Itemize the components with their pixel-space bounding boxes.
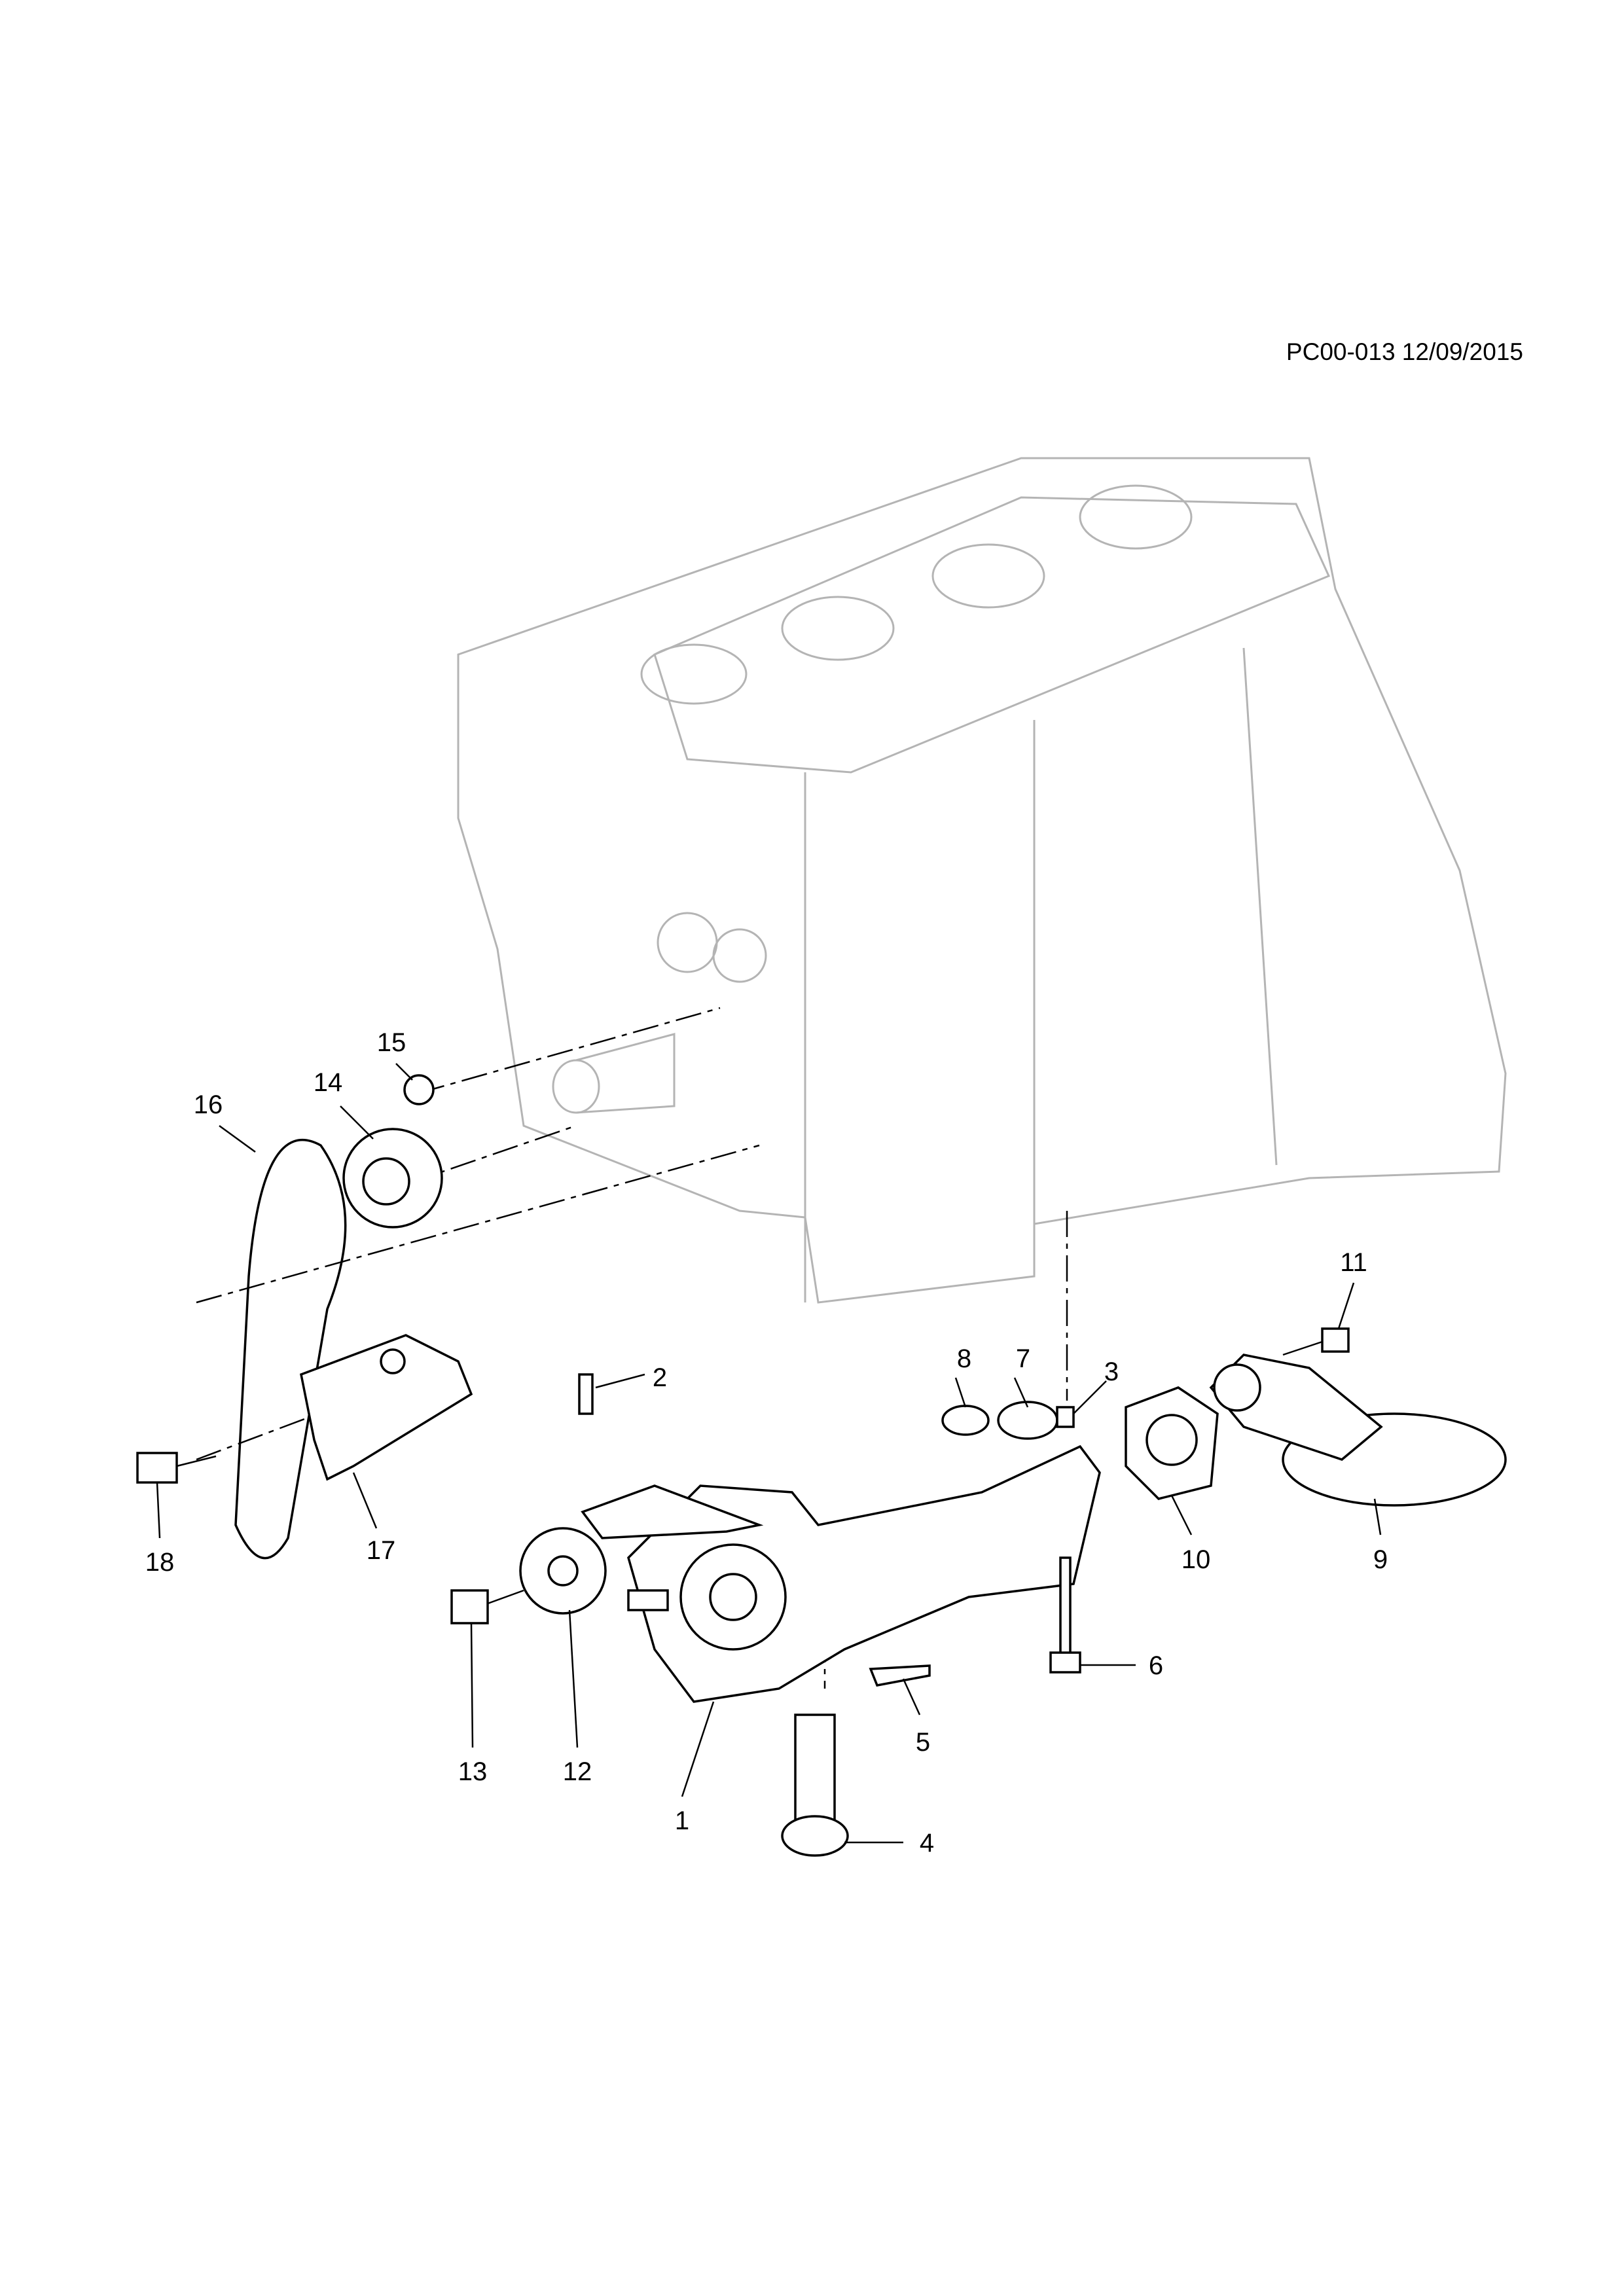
part-pin-2	[578, 1373, 594, 1415]
callout-11: 11	[1340, 1248, 1367, 1277]
callout-13: 13	[458, 1757, 488, 1786]
part-bolt-15	[403, 1074, 435, 1105]
callout-2: 2	[653, 1363, 667, 1392]
part-strainer-9	[1209, 1354, 1507, 1507]
callout-3: 3	[1104, 1357, 1119, 1386]
callout-8: 8	[957, 1344, 971, 1373]
callout-14: 14	[314, 1068, 343, 1097]
part-valve-4	[781, 1713, 849, 1857]
part-seal-8	[941, 1405, 990, 1436]
callout-17: 17	[367, 1536, 396, 1565]
part-gasket-10	[1125, 1386, 1219, 1500]
part-tensioner-17	[299, 1334, 473, 1481]
part-bolt-11	[1282, 1327, 1350, 1356]
callout-1: 1	[675, 1806, 689, 1835]
callout-5: 5	[916, 1728, 930, 1757]
part-sprocket-14	[342, 1128, 443, 1229]
part-clip-5	[869, 1664, 931, 1687]
part-oil-pump	[581, 1444, 1101, 1703]
callout-16: 16	[194, 1090, 223, 1119]
part-dowel-3	[1056, 1406, 1075, 1428]
part-chain-16	[234, 1138, 347, 1560]
part-spring-7	[997, 1401, 1058, 1440]
part-gear-12	[519, 1527, 607, 1615]
callout-12: 12	[563, 1757, 592, 1786]
engine-block	[457, 457, 1507, 1304]
callout-18: 18	[145, 1548, 175, 1577]
callout-9: 9	[1373, 1545, 1388, 1574]
part-bolt-13	[450, 1589, 524, 1624]
part-bolt-6	[1049, 1556, 1081, 1674]
diagram-reference: PC00-013 12/09/2015	[1286, 338, 1523, 365]
callout-4: 4	[920, 1829, 934, 1857]
callout-7: 7	[1016, 1344, 1030, 1373]
callout-6: 6	[1149, 1651, 1163, 1680]
callout-15: 15	[377, 1028, 406, 1057]
callout-10: 10	[1182, 1545, 1211, 1574]
